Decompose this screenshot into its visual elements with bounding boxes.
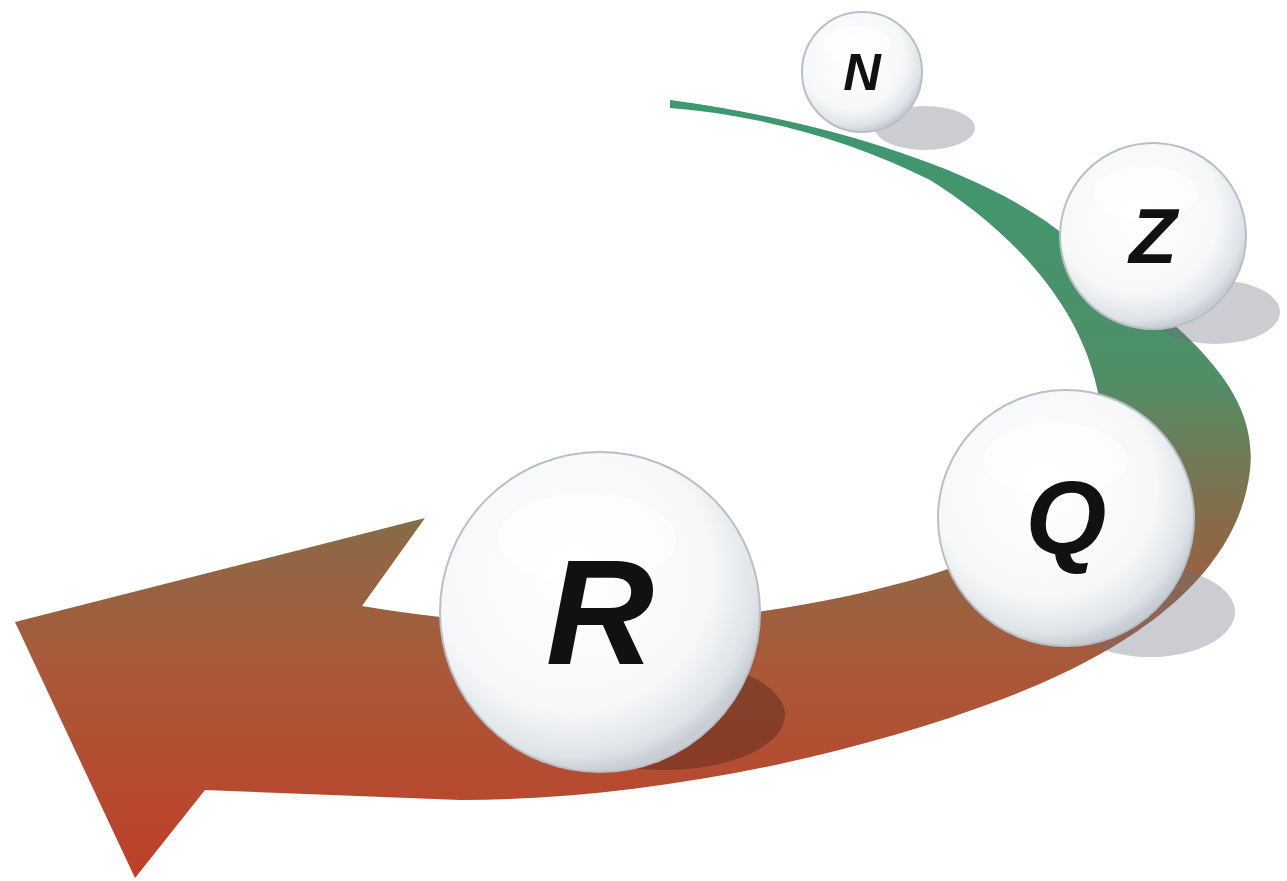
ball-letter: Z: [1129, 197, 1177, 275]
ball-circle: [802, 12, 922, 132]
letter-ball: Z: [1058, 141, 1248, 331]
ball-circle: [440, 452, 760, 772]
ball-letter: N: [843, 46, 881, 98]
ball-circle: [938, 390, 1194, 646]
letter-ball: N: [800, 10, 924, 134]
letter-ball: Q: [936, 388, 1196, 648]
ball-circle: [1060, 143, 1246, 329]
ball-letter: Q: [1026, 466, 1107, 570]
ball-letter: R: [546, 537, 654, 687]
arrow-band: [15, 100, 1251, 878]
letter-ball: R: [438, 450, 762, 774]
